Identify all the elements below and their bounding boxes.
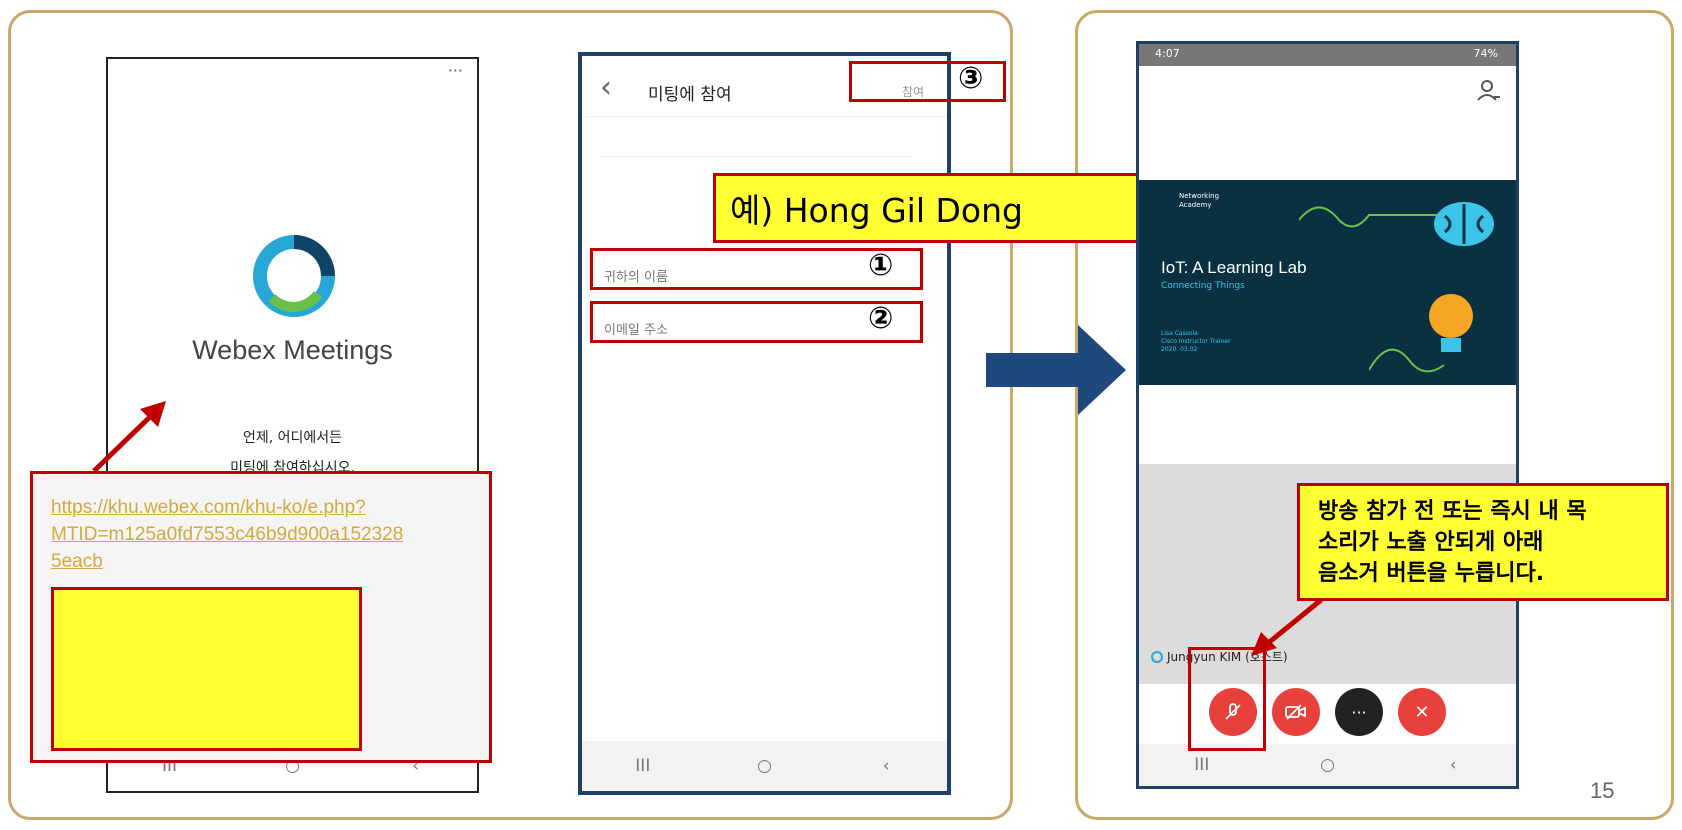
badge-two: ② <box>868 301 894 336</box>
meeting-link-line3: 5eacb <box>51 551 103 572</box>
slide-brand: Networking Academy <box>1179 192 1219 210</box>
app-name: Webex Meetings <box>192 335 393 365</box>
example-name-text: 예) Hong Gil Dong <box>730 191 1023 230</box>
back-icon[interactable]: ‹ <box>412 756 419 776</box>
microphone-off-icon <box>1225 703 1241 720</box>
video-button[interactable] <box>1272 688 1320 736</box>
mute-pointer-arrow-icon <box>1251 598 1323 656</box>
redacted-yellow-box <box>51 587 362 751</box>
section-divider <box>602 156 912 157</box>
join-highlight <box>849 61 1006 102</box>
tagline-line1: 언제, 어디에서든 <box>242 430 343 446</box>
menu-dots-icon[interactable]: ··· <box>447 61 463 80</box>
meeting-link-line2: MTID=m125a0fd7553c46b9d900a152328 <box>51 524 404 545</box>
example-name-callout: 예) Hong Gil Dong <box>713 173 1181 243</box>
back-chevron-icon[interactable]: ‹ <box>600 70 612 105</box>
circuit-curve-icon <box>1369 348 1445 373</box>
shared-slide: Networking Academy IoT: A Learning Lab C… <box>1139 180 1516 385</box>
mute-instruction-line2: 소리가 노출 안되게 아래 <box>1318 530 1544 555</box>
status-bar: 4:07 74% <box>1139 44 1516 66</box>
mute-instruction-line1: 방송 참가 전 또는 즉시 내 목 <box>1318 499 1587 524</box>
camera-off-icon <box>1285 704 1306 720</box>
header-divider <box>582 116 947 117</box>
circuit-lines-icon <box>1299 206 1449 228</box>
pointer-arrow-icon <box>92 401 166 473</box>
flow-arrow-icon <box>986 325 1126 415</box>
webex-avatar-icon <box>1151 650 1163 663</box>
mute-instruction-callout: 방송 참가 전 또는 즉시 내 목 소리가 노출 안되게 아래 음소거 버튼을 … <box>1297 483 1669 601</box>
page-number: 15 <box>1590 778 1615 803</box>
brain-icon <box>1434 202 1494 246</box>
name-highlight <box>590 248 923 290</box>
link-callout: https://khu.webex.com/khu-ko/e.php? MTID… <box>30 471 492 763</box>
join-title: 미팅에 참여 <box>648 85 732 105</box>
badge-three: ③ <box>958 61 984 96</box>
join-button[interactable]: 참여 <box>902 85 925 99</box>
slide-brand-line1: Networking <box>1179 192 1220 200</box>
leave-meeting-button[interactable]: ✕ <box>1398 688 1446 736</box>
back-icon[interactable]: ‹ <box>1449 755 1457 775</box>
badge-one: ① <box>868 248 894 283</box>
slide-title: IoT: A Learning Lab <box>1161 258 1307 277</box>
slide-presenter-line2: Cisco Instructor Trainer <box>1161 338 1231 345</box>
meeting-link-line1: https://khu.webex.com/khu-ko/e.php? <box>51 497 366 518</box>
email-highlight <box>590 301 923 343</box>
battery-level: 74% <box>1473 47 1498 60</box>
nav-bar: III ○ ‹ <box>582 741 947 791</box>
slide-presenter: Lisa Cassola Cisco Instructor Trainer 20… <box>1161 330 1230 354</box>
mute-highlight <box>1188 647 1266 751</box>
status-time: 4:07 <box>1155 47 1180 60</box>
slide-subtitle: Connecting Things <box>1161 281 1245 291</box>
home-icon[interactable]: ○ <box>757 756 772 776</box>
controls-bar: ··· ✕ <box>1139 684 1516 740</box>
slide-presenter-line3: 2020. 03.02 <box>1161 346 1198 353</box>
home-icon[interactable]: ○ <box>1320 755 1335 775</box>
close-icon: ✕ <box>1414 701 1430 723</box>
email-field[interactable]: 이메일 주소 <box>604 323 668 338</box>
more-icon: ··· <box>1351 702 1367 722</box>
mute-instruction-line3: 음소거 버튼을 누릅니다. <box>1318 561 1545 586</box>
slide-presenter-line1: Lisa Cassola <box>1161 330 1198 337</box>
mute-button[interactable] <box>1209 688 1257 736</box>
more-options-button[interactable]: ··· <box>1335 688 1383 736</box>
participants-icon[interactable] <box>1476 78 1502 104</box>
recent-apps-icon[interactable]: III <box>1194 755 1210 775</box>
nav-bar: III ○ ‹ <box>1139 744 1516 786</box>
recent-apps-icon[interactable]: III <box>635 756 651 776</box>
back-icon[interactable]: ‹ <box>882 756 890 776</box>
slide-brand-line2: Academy <box>1179 201 1212 209</box>
lightbulb-icon <box>1429 294 1473 352</box>
webex-logo-icon <box>253 235 335 317</box>
meeting-link[interactable]: https://khu.webex.com/khu-ko/e.php? MTID… <box>51 494 403 575</box>
join-meeting-phone: ‹ 미팅에 참여 참여 귀하의 이름 이메일 주소 III ○ ‹ <box>578 52 951 795</box>
